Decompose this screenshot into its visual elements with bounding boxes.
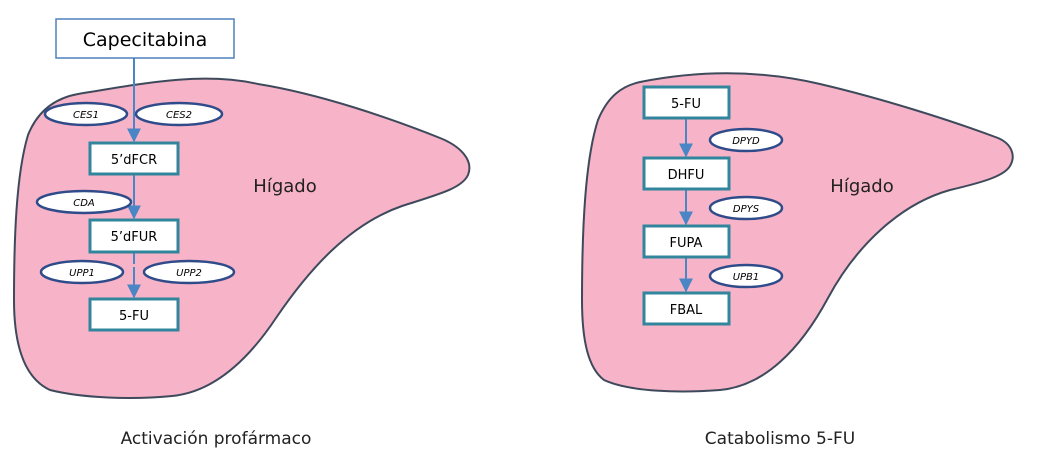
liver-shape-left <box>14 79 469 398</box>
enzyme-label: UPP1 <box>69 268 95 279</box>
caption-right: Catabolismo 5-FU <box>705 429 855 449</box>
enzyme-label: DPYD <box>732 136 760 147</box>
metabolite-label: 5’dFCR <box>111 153 157 168</box>
organ-label-right: Hígado <box>830 176 893 197</box>
metabolite-label: 5-FU <box>119 309 149 324</box>
organ-label-left: Hígado <box>253 176 316 197</box>
enzyme-cda: CDA <box>37 191 131 213</box>
metabolite-label: FUPA <box>670 236 703 251</box>
enzyme-label: UPP2 <box>176 268 202 279</box>
metabolite-5dfcr: 5’dFCR <box>90 143 178 174</box>
metabolite-label: 5’dFUR <box>111 230 158 245</box>
enzyme-label: DPYS <box>733 204 760 215</box>
metabolite-5dfur: 5’dFUR <box>90 220 178 252</box>
enzyme-ces1: CES1 <box>45 103 127 125</box>
enzyme-label: CES2 <box>166 110 192 121</box>
enzyme-upb1: UPB1 <box>710 265 782 287</box>
metabolite-5fu-left: 5-FU <box>90 299 178 330</box>
metabolite-fbal: FBAL <box>644 293 729 324</box>
enzyme-ces2: CES2 <box>136 103 222 125</box>
metabolite-label: FBAL <box>670 303 703 318</box>
enzyme-label: UPB1 <box>733 272 760 283</box>
caption-left: Activación profármaco <box>121 429 312 449</box>
metabolite-label: DHFU <box>668 168 705 183</box>
capecitabina-box: Capecitabina <box>56 19 234 58</box>
metabolite-label: 5-FU <box>671 97 701 112</box>
enzyme-label: CES1 <box>73 110 99 121</box>
left-panel: Capecitabina 5’dFCR 5’dFUR 5-FU CES1 CES… <box>14 19 469 449</box>
metabolite-fupa: FUPA <box>644 226 729 257</box>
enzyme-dpyd: DPYD <box>710 129 782 151</box>
metabolite-5fu-right: 5-FU <box>644 87 729 118</box>
capecitabina-label: Capecitabina <box>83 29 208 51</box>
enzyme-label: CDA <box>73 198 95 209</box>
enzyme-upp1: UPP1 <box>41 261 123 283</box>
enzyme-dpys: DPYS <box>710 197 782 219</box>
right-panel: 5-FU DHFU FUPA FBAL DPYD DPYS UPB1 Hígad… <box>582 73 1013 449</box>
metabolite-dhfu: DHFU <box>644 158 729 189</box>
enzyme-upp2: UPP2 <box>144 261 234 283</box>
